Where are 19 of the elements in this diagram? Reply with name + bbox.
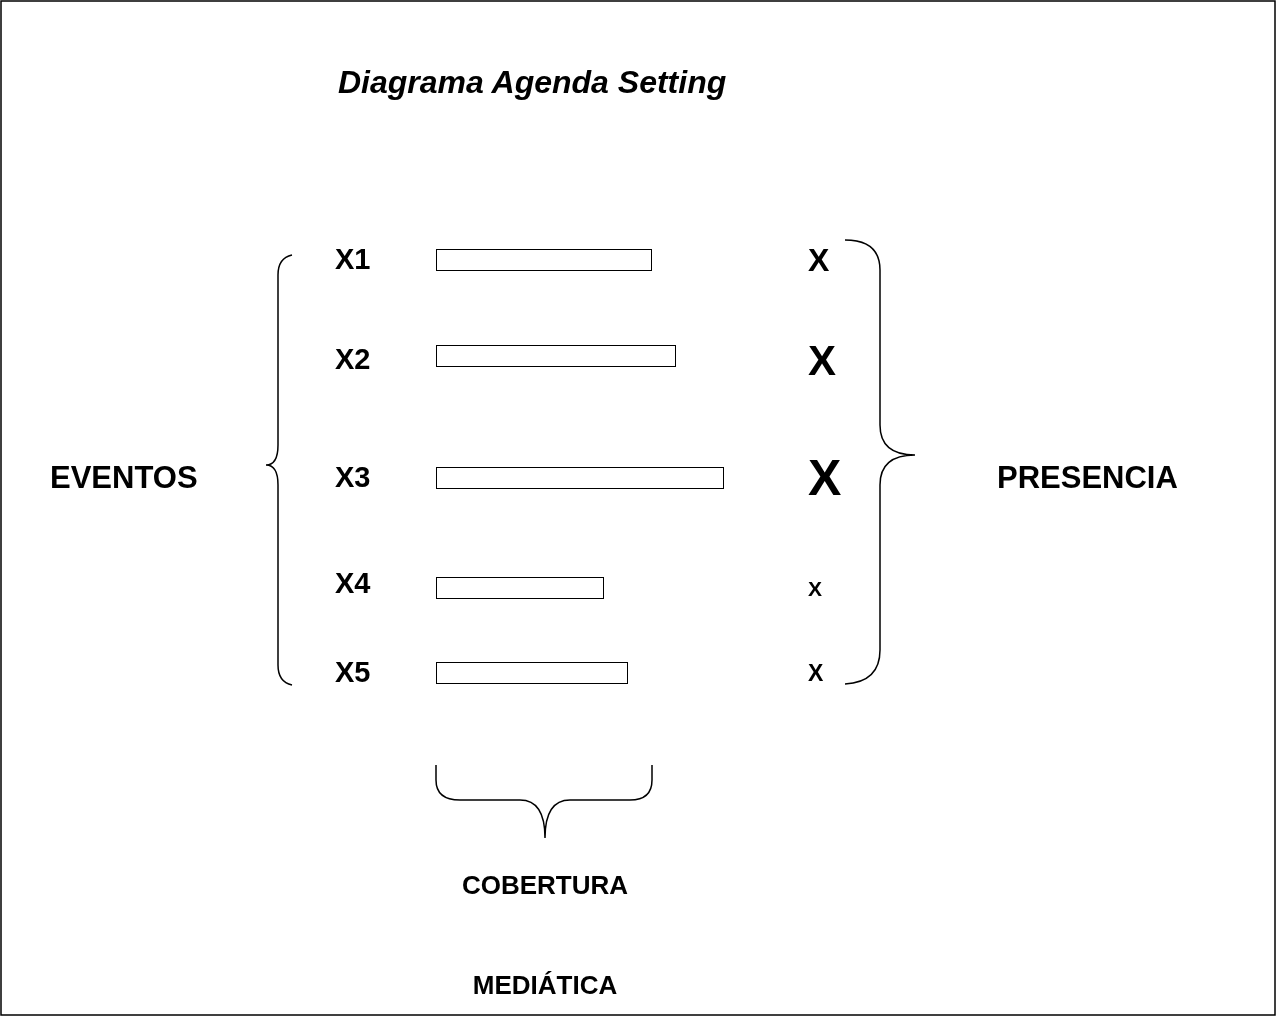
row-label: X2 bbox=[335, 345, 371, 374]
coverage-bar bbox=[436, 577, 604, 599]
group-label: PRESENCIA bbox=[997, 462, 1178, 493]
coverage-bar bbox=[436, 467, 724, 489]
title: Diagrama Agenda Setting bbox=[338, 66, 727, 98]
row-label: X3 bbox=[335, 463, 371, 492]
coverage-bar bbox=[436, 345, 676, 367]
row-label: X5 bbox=[335, 658, 371, 687]
presence-mark: X bbox=[808, 340, 836, 382]
presence-mark: X bbox=[808, 244, 830, 276]
row-label: X1 bbox=[335, 245, 371, 274]
row-label: X4 bbox=[335, 569, 371, 598]
group-label: COBERTURA MEDIÁTICA bbox=[460, 869, 630, 1002]
coverage-bar bbox=[436, 249, 652, 271]
presence-mark: X bbox=[808, 578, 822, 599]
presence-mark: X bbox=[808, 453, 842, 503]
presence-mark: X bbox=[808, 662, 824, 685]
coverage-bar bbox=[436, 662, 628, 684]
group-label: EVENTOS bbox=[50, 462, 198, 493]
